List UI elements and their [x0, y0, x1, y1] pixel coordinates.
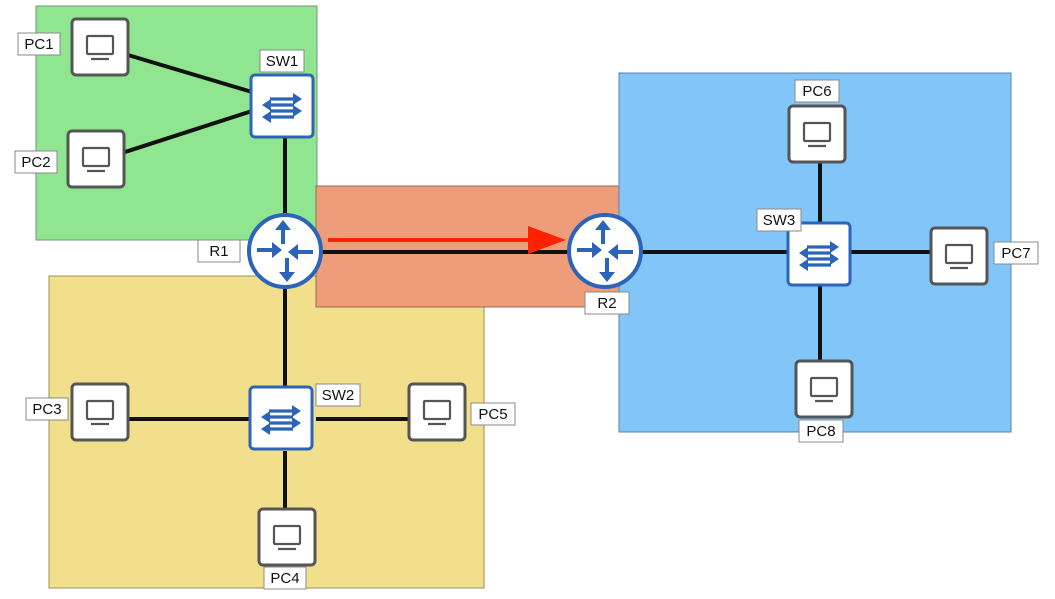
switch-icon [249, 73, 315, 139]
pc3[interactable] [70, 382, 130, 442]
pc-icon [407, 382, 467, 442]
r2[interactable] [567, 213, 643, 289]
label-text: PC1 [24, 36, 53, 53]
pc-icon [66, 129, 126, 189]
label-pc5: PC5 [470, 402, 516, 426]
pc8[interactable] [794, 359, 854, 419]
label-text: SW1 [266, 53, 299, 70]
pc-icon [929, 226, 989, 286]
pc2[interactable] [66, 129, 126, 189]
label-text: PC8 [806, 423, 835, 440]
label-text: SW3 [763, 212, 796, 229]
label-text: SW2 [322, 387, 355, 404]
label-text: PC2 [21, 154, 50, 171]
pc-icon [257, 507, 317, 567]
r1[interactable] [247, 213, 323, 289]
label-pc1: PC1 [17, 32, 61, 56]
sw3[interactable] [786, 221, 852, 287]
pc7[interactable] [929, 226, 989, 286]
label-pc3: PC3 [25, 397, 69, 421]
pc-icon [794, 359, 854, 419]
sw2[interactable] [248, 385, 314, 451]
pc1[interactable] [70, 17, 130, 77]
label-text: PC3 [32, 401, 61, 418]
router-icon [247, 213, 323, 289]
label-pc4: PC4 [263, 566, 307, 590]
router-icon [567, 213, 643, 289]
label-sw3: SW3 [756, 208, 802, 232]
switch-icon [248, 385, 314, 451]
sw1[interactable] [249, 73, 315, 139]
label-pc6: PC6 [794, 79, 840, 103]
label-pc7: PC7 [993, 241, 1039, 265]
pc-icon [70, 17, 130, 77]
label-r2: R2 [584, 291, 630, 315]
label-r1: R1 [197, 239, 241, 263]
pc5[interactable] [407, 382, 467, 442]
pc-icon [787, 104, 847, 164]
link-pc2-sw1 [124, 109, 253, 154]
label-pc8: PC8 [798, 419, 844, 443]
label-pc2: PC2 [14, 150, 58, 174]
label-text: PC6 [802, 83, 831, 100]
pc4[interactable] [257, 507, 317, 567]
label-sw2: SW2 [315, 383, 361, 407]
label-text: R2 [597, 295, 616, 312]
pc-icon [70, 382, 130, 442]
label-text: PC5 [478, 406, 507, 423]
traffic-arrow [328, 226, 566, 254]
switch-icon [786, 221, 852, 287]
link-pc1-sw1 [127, 53, 253, 94]
label-text: PC4 [270, 570, 299, 587]
pc6[interactable] [787, 104, 847, 164]
label-sw1: SW1 [259, 49, 305, 73]
label-text: PC7 [1001, 245, 1030, 262]
label-text: R1 [209, 243, 228, 260]
